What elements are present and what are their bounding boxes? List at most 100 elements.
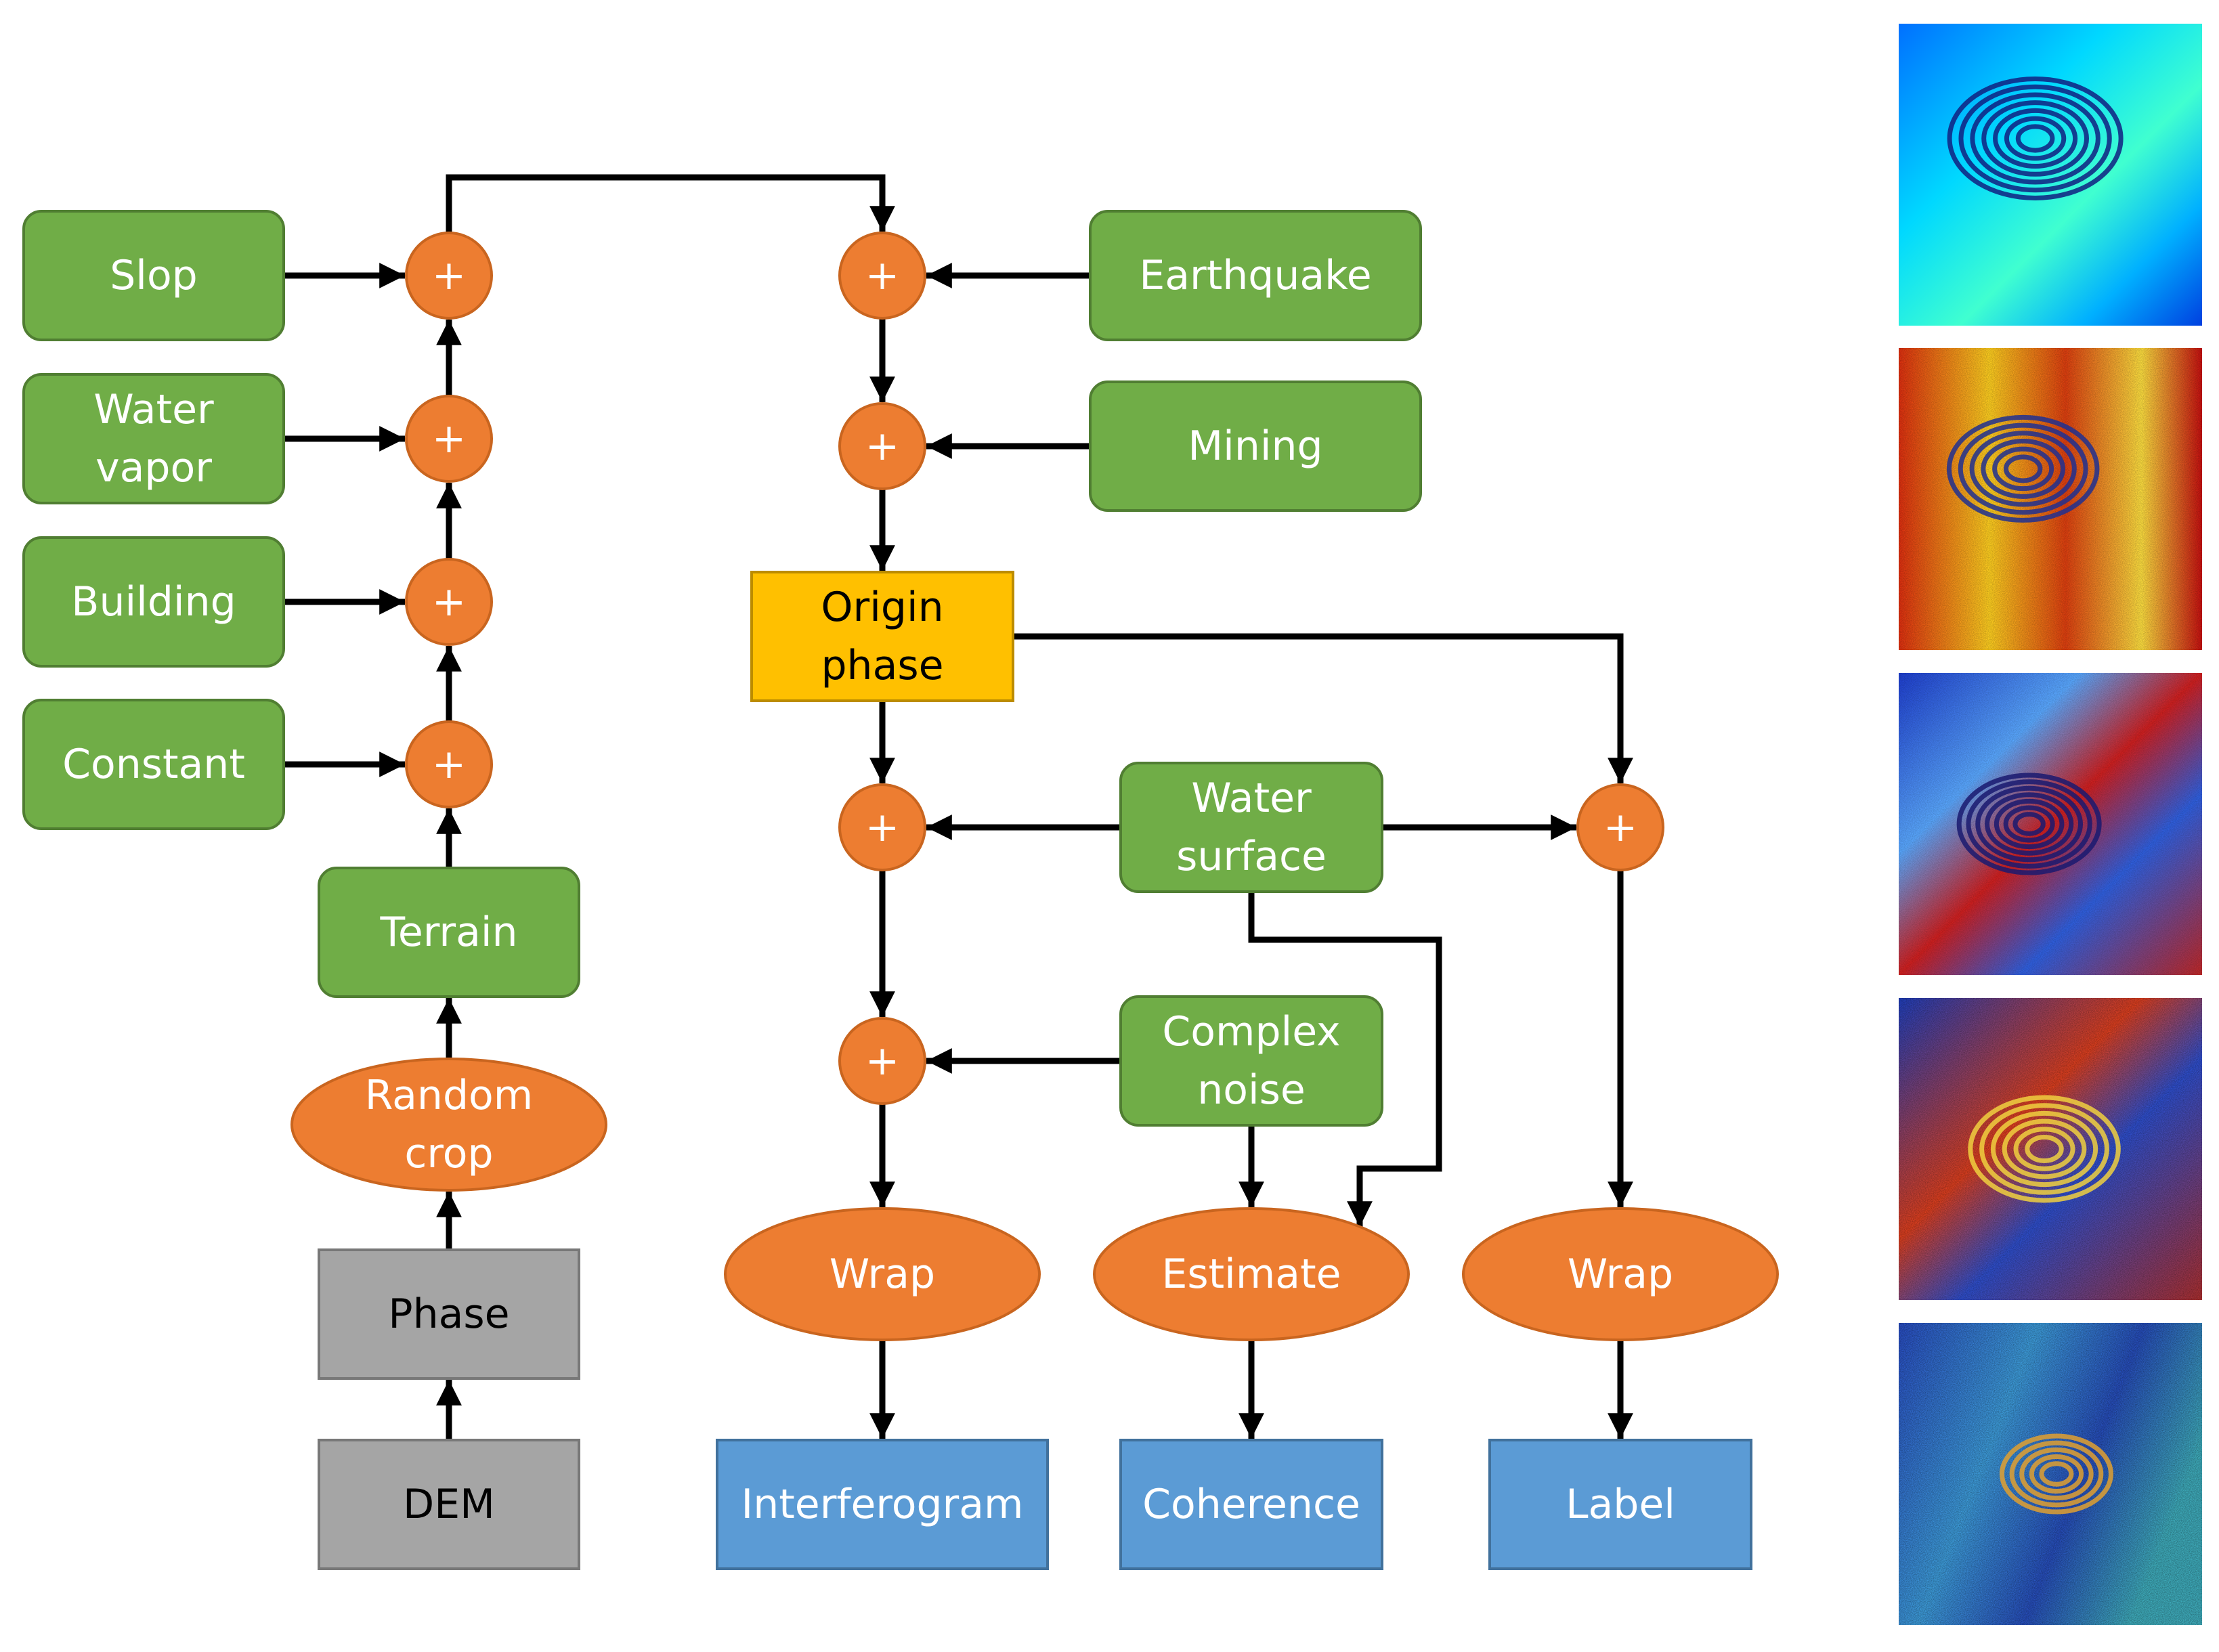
- sum-node-circle: [405, 232, 493, 320]
- fringe-ring: [1979, 1103, 2109, 1195]
- node-label: Terrain: [379, 909, 517, 956]
- sample-image-speckle: [1899, 1323, 2202, 1625]
- node-label: +: [432, 578, 466, 626]
- fringe-ring: [1981, 100, 2090, 177]
- sample-images-column: [1899, 24, 2202, 1625]
- phase-box: Phase: [318, 1248, 580, 1380]
- constant-box: Constant: [22, 699, 285, 830]
- connector-arrows: [284, 174, 1633, 1440]
- fringe-ring: [2013, 1127, 2075, 1171]
- node-label: Origin: [821, 584, 943, 631]
- node-label: +: [432, 415, 466, 462]
- fringe-ring: [1969, 431, 2077, 507]
- wrap-ellipse-right: Wrap: [1462, 1207, 1779, 1341]
- dem-box-shape: [318, 1439, 580, 1570]
- origin-phase-box-shape: [750, 571, 1014, 702]
- fringe-ring: [2003, 454, 2043, 483]
- complex-noise-box-shape: [1119, 995, 1383, 1127]
- fringe-ring: [2015, 124, 2055, 153]
- sum-node-circle: [1576, 783, 1664, 871]
- fringe-ring: [1994, 798, 2065, 850]
- fringe-ring: [1947, 76, 2124, 200]
- sample-noisy-phase-image: [1899, 348, 2202, 650]
- node-label: Mining: [1188, 422, 1322, 470]
- fringe-ring: [1981, 438, 2066, 499]
- node-label: Estimate: [1161, 1251, 1341, 1298]
- fringe-ring: [1958, 84, 2112, 193]
- coherence-box: Coherence: [1119, 1439, 1383, 1570]
- sum-node-circle: [405, 395, 493, 483]
- node-label: Water: [1191, 775, 1312, 822]
- fringe-ring: [1985, 792, 2074, 856]
- dem-box: DEM: [318, 1439, 580, 1570]
- sum-node-label: +: [1576, 783, 1664, 871]
- random-crop-ellipse: Random crop: [290, 1058, 607, 1192]
- water-surface-box-shape: [1119, 762, 1383, 893]
- origin-phase-box: Origin phase: [750, 571, 1014, 702]
- sum-node-circle: [838, 783, 926, 871]
- fringe-ring: [2029, 1454, 2084, 1494]
- arrow-left-to-earthquake-sum: [446, 174, 895, 233]
- random-crop-ellipse-shape: [290, 1058, 607, 1192]
- sum-node-mining: +: [838, 402, 926, 490]
- wrap-ellipse-left: Wrap: [724, 1207, 1041, 1341]
- node-label: vapor: [95, 444, 212, 492]
- fringe-ring: [2012, 812, 2046, 836]
- fringe-ring: [1966, 779, 2092, 869]
- earthquake-box-shape: [1089, 210, 1422, 341]
- estimate-ellipse: Estimate: [1093, 1207, 1410, 1341]
- node-label: +: [1603, 804, 1637, 851]
- node-label: noise: [1197, 1066, 1306, 1114]
- arrow-water-surface-to-estimate: [1248, 892, 1442, 1227]
- fringe-ring: [2004, 116, 2067, 161]
- node-label: crop: [404, 1130, 493, 1177]
- slop-box: Slop: [22, 210, 285, 341]
- sum-node-complex-noise: +: [838, 1017, 926, 1105]
- node-label: phase: [821, 642, 943, 689]
- slop-box-shape: [22, 210, 285, 341]
- fringe-ring: [1990, 1110, 2098, 1188]
- node-label: +: [432, 741, 466, 788]
- arrow-origin-to-label-sum: [1013, 633, 1633, 783]
- sample-wrapped-phase-image: [1899, 673, 2202, 975]
- fringe-ring: [2003, 805, 2055, 843]
- sum-node-circle: [405, 558, 493, 646]
- building-box-shape: [22, 536, 285, 668]
- node-label: Earthquake: [1139, 252, 1371, 299]
- node-label: Constant: [62, 741, 245, 788]
- node-label: Label: [1566, 1481, 1675, 1528]
- sum-node-circle: [838, 232, 926, 320]
- node-label: Phase: [388, 1290, 509, 1338]
- node-label: Wrap: [830, 1251, 935, 1298]
- node-label: surface: [1176, 833, 1327, 880]
- sample-earthquake-phase-image: [1899, 24, 2202, 326]
- fringe-ring: [1992, 446, 2054, 492]
- terrain-box: Terrain: [318, 867, 580, 998]
- node-label: Slop: [110, 252, 198, 299]
- sum-node-circle: [838, 402, 926, 490]
- sum-node-constant: +: [405, 720, 493, 808]
- wrap-ellipse-right-shape: [1462, 1207, 1779, 1341]
- fringe-ring: [2009, 1440, 2104, 1508]
- interferogram-box: Interferogram: [716, 1439, 1049, 1570]
- fringe-ring: [1946, 414, 2100, 523]
- wrap-ellipse-left-shape: [724, 1207, 1041, 1341]
- complex-noise-box: Complex noise: [1119, 995, 1383, 1127]
- fringe-ring: [2002, 1118, 2087, 1179]
- fringe-ring: [1968, 1095, 2121, 1203]
- node-label: DEM: [403, 1481, 495, 1528]
- sum-node-slop: +: [405, 232, 493, 320]
- node-label: Random: [365, 1072, 533, 1119]
- sum-node-circle: [405, 720, 493, 808]
- fringe-ring: [1958, 422, 2088, 515]
- node-label: +: [865, 1037, 899, 1085]
- sample-interferogram-image: [1899, 998, 2202, 1300]
- sum-node-earthquake: +: [838, 232, 926, 320]
- sum-node-water-surface: +: [838, 783, 926, 871]
- sample-coherence-image: [1899, 1323, 2202, 1625]
- fringe-ring: [1956, 773, 2102, 875]
- node-label: Complex: [1162, 1008, 1340, 1056]
